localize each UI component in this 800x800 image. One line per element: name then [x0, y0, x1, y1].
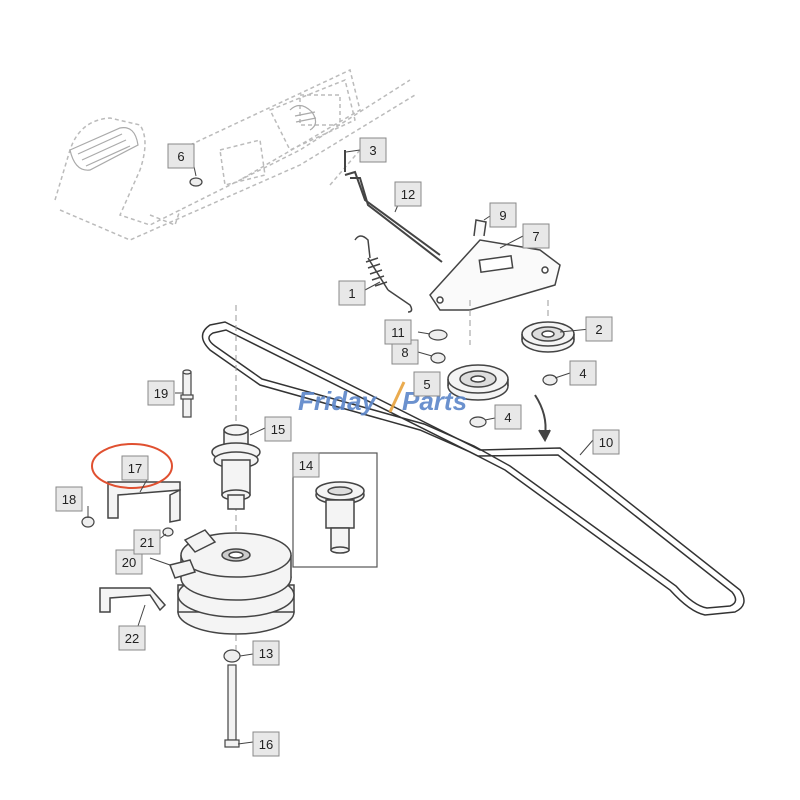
callout-14: 14 — [292, 452, 320, 478]
callout-4: 4 — [494, 404, 522, 430]
svg-text:12: 12 — [401, 187, 415, 202]
callout-2: 2 — [585, 316, 613, 342]
bracket-part — [107, 481, 181, 523]
bracket-part — [99, 587, 167, 613]
svg-text:2: 2 — [595, 322, 602, 337]
rod-part — [344, 150, 443, 263]
svg-text:3: 3 — [369, 143, 376, 158]
callout-10: 10 — [592, 429, 620, 455]
svg-text:5: 5 — [423, 377, 430, 392]
callout-13: 13 — [252, 640, 280, 666]
callout-8: 8 — [391, 339, 419, 365]
callout-3: 3 — [359, 137, 387, 163]
watermark: Friday Parts — [298, 381, 467, 416]
svg-text:14: 14 — [299, 458, 313, 473]
callout-21: 21 — [133, 529, 161, 555]
rotation-arrow — [534, 394, 551, 443]
svg-text:4: 4 — [579, 366, 586, 381]
callout-4: 4 — [569, 360, 597, 386]
callout-12: 12 — [394, 181, 422, 207]
callout-20: 20 — [115, 549, 143, 575]
svg-text:15: 15 — [271, 422, 285, 437]
highlight-circle — [91, 443, 173, 489]
bolt-part — [224, 664, 240, 748]
bolt-part — [180, 369, 194, 418]
callout-11: 11 — [384, 319, 412, 345]
spring-part — [354, 235, 413, 313]
svg-text:21: 21 — [140, 535, 154, 550]
svg-text:7: 7 — [532, 229, 539, 244]
callout-7: 7 — [522, 223, 550, 249]
spindle-part — [211, 424, 261, 510]
ghost-grip-illustration — [69, 104, 317, 171]
svg-text:10: 10 — [599, 435, 613, 450]
svg-text:9: 9 — [499, 208, 506, 223]
svg-text:13: 13 — [259, 646, 273, 661]
callout-15: 15 — [264, 416, 292, 442]
svg-text:16: 16 — [259, 737, 273, 752]
svg-text:11: 11 — [391, 325, 405, 340]
pto-clutch-part — [168, 529, 295, 635]
idler-pulley-part — [447, 364, 509, 401]
callout-18: 18 — [55, 486, 83, 512]
callout-5: 5 — [413, 371, 441, 397]
idler-bracket-part — [429, 219, 561, 311]
svg-text:1: 1 — [348, 286, 355, 301]
callout-19: 19 — [147, 380, 175, 406]
idler-pulley-part — [521, 321, 575, 353]
svg-text:Friday: Friday — [298, 386, 378, 416]
svg-text:17: 17 — [128, 461, 142, 476]
svg-text:6: 6 — [177, 149, 184, 164]
callout-22: 22 — [118, 625, 146, 651]
svg-text:4: 4 — [504, 410, 511, 425]
callout-6: 6 — [167, 143, 195, 169]
callout-1: 1 — [338, 280, 366, 306]
callout-9: 9 — [489, 202, 517, 228]
svg-text:19: 19 — [154, 386, 168, 401]
svg-text:8: 8 — [401, 345, 408, 360]
svg-text:18: 18 — [62, 492, 76, 507]
ghost-frame-illustration — [54, 68, 416, 241]
svg-text:22: 22 — [125, 631, 139, 646]
drive-belt-part — [201, 321, 745, 616]
callout-17: 17 — [121, 455, 149, 481]
callout-16: 16 — [252, 731, 280, 757]
svg-text:20: 20 — [122, 555, 136, 570]
